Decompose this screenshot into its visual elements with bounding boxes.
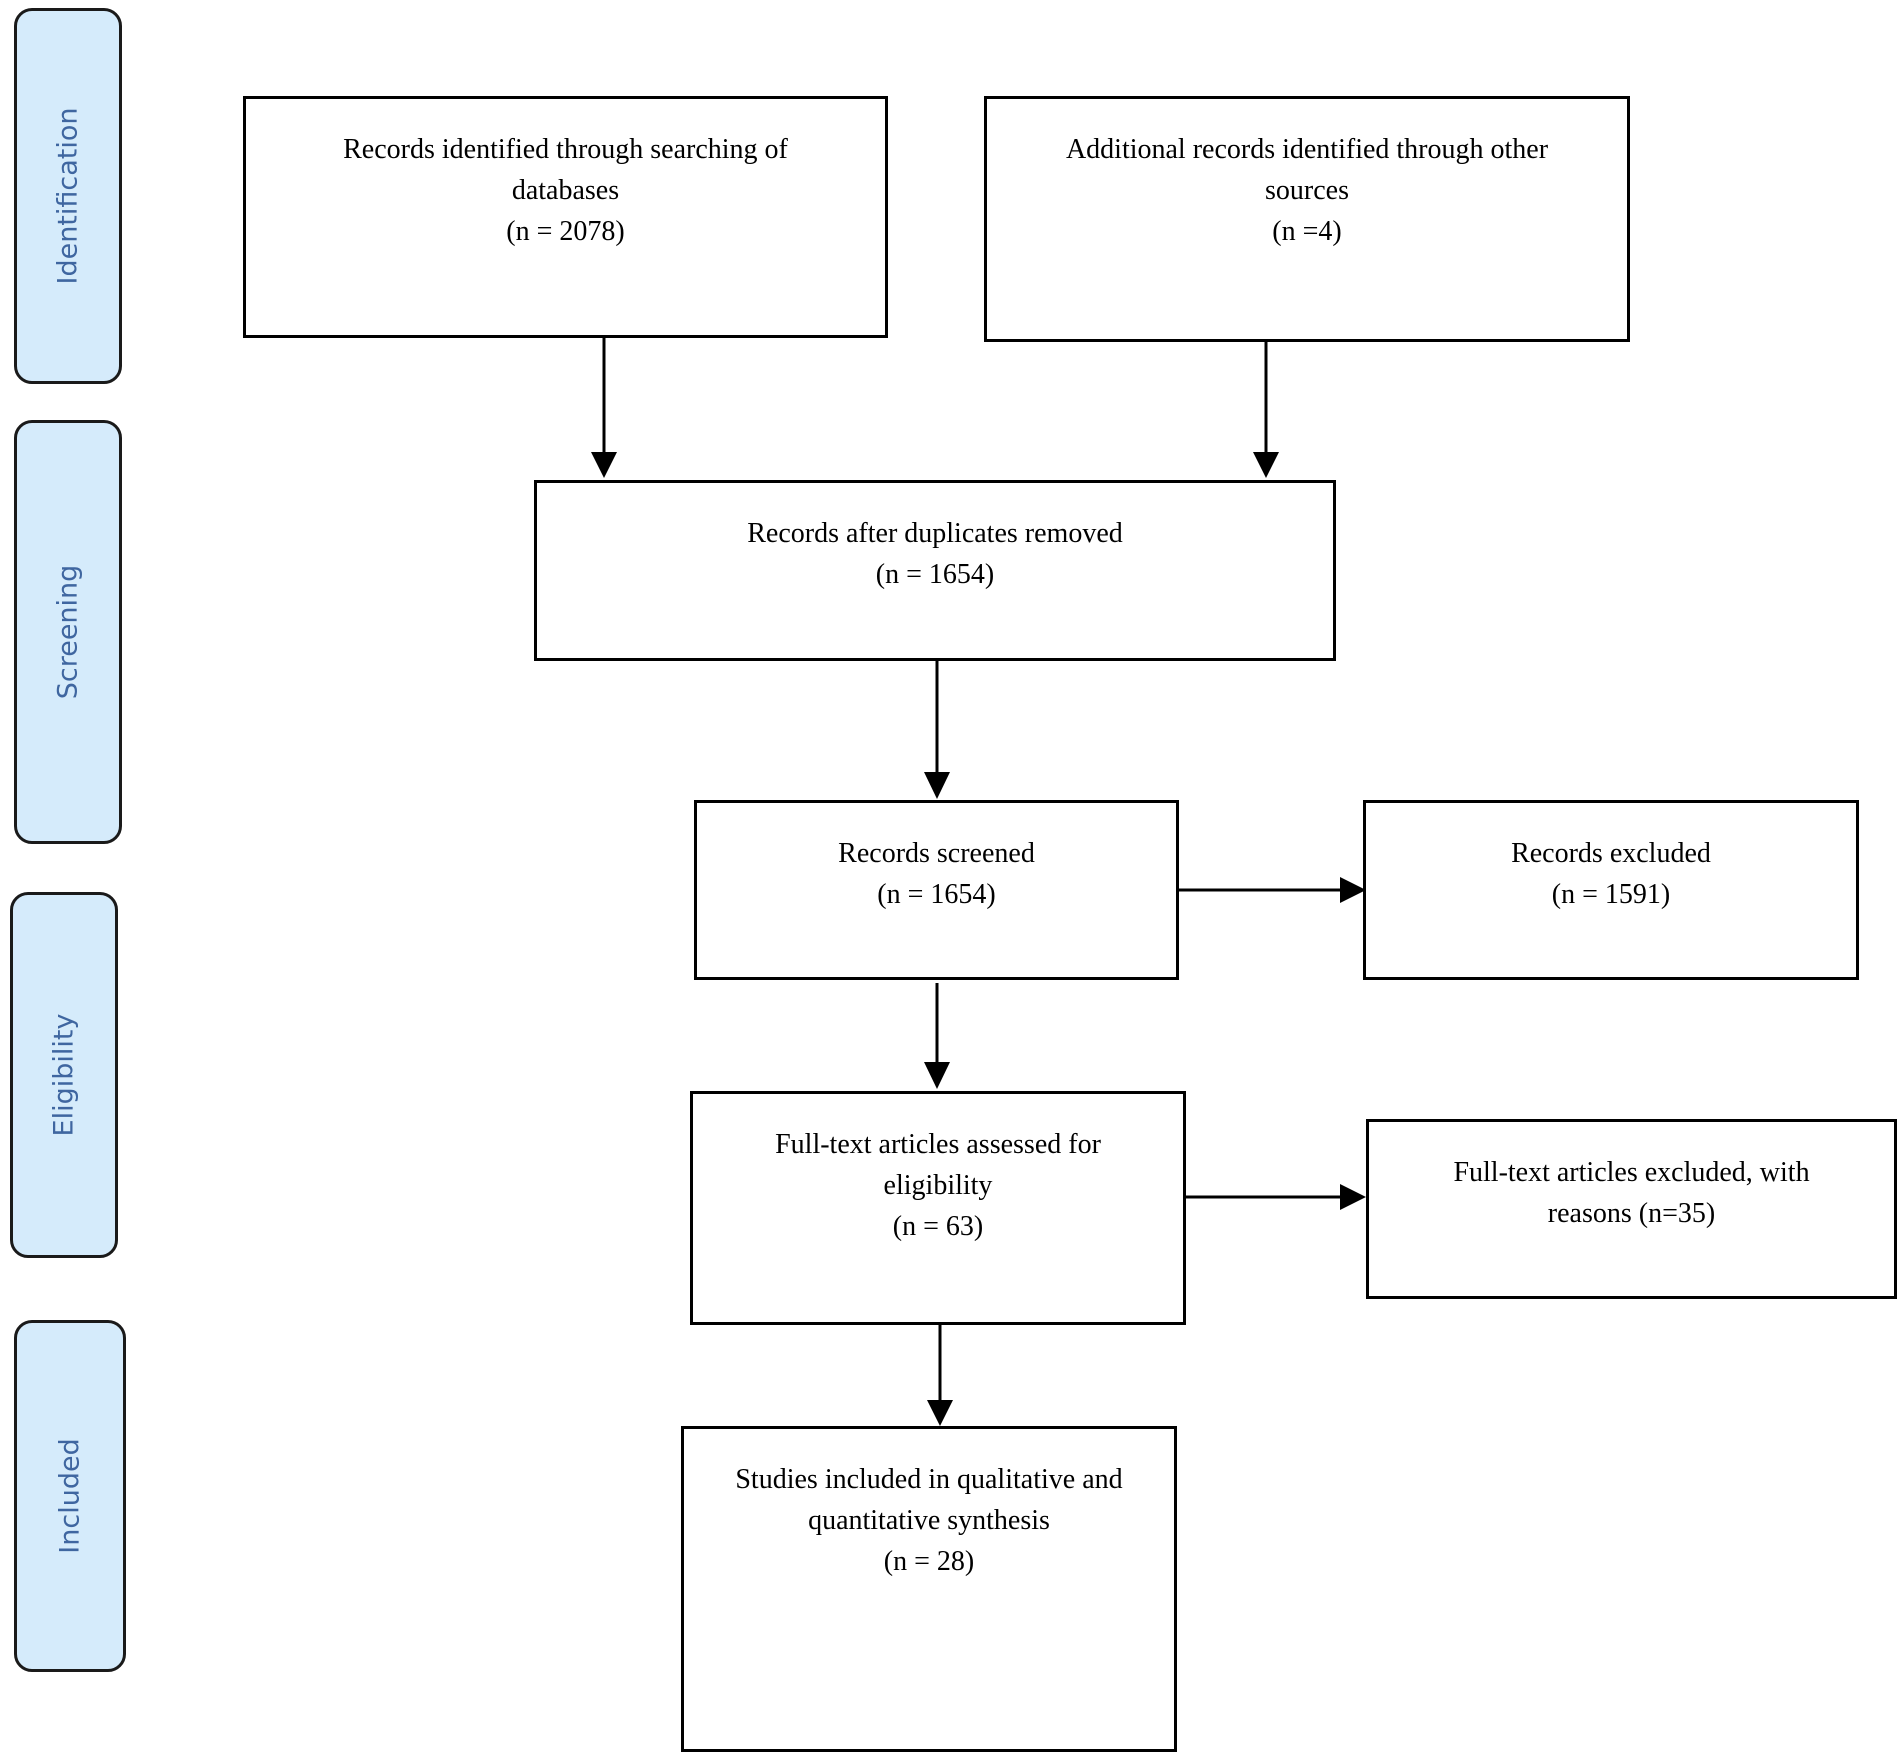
arrowhead-screened-fulltext — [924, 1062, 950, 1089]
box-count: (n = 1654) — [875, 559, 995, 590]
arrowhead-screened-excluded — [1340, 877, 1366, 903]
phase-identification: Identification — [14, 8, 122, 384]
box-additional-records: Additional records identified through ot… — [984, 96, 1630, 342]
box-text-line: Full-text articles excluded, with — [1453, 1157, 1810, 1188]
box-count: (n = 28) — [883, 1546, 975, 1577]
box-text-line: Full-text articles assessed for — [775, 1129, 1101, 1160]
phase-screening: Screening — [14, 420, 122, 844]
box-after-duplicates: Records after duplicates removed (n = 16… — [534, 480, 1336, 661]
arrowhead-database — [591, 452, 617, 478]
box-fulltext-assessed: Full-text articles assessed for eligibil… — [690, 1091, 1186, 1325]
box-records-identified-databases: Records identified through searching of … — [243, 96, 888, 338]
box-count: (n = 1591) — [1551, 879, 1671, 910]
box-text-line: Records excluded — [1511, 838, 1711, 869]
box-text-line: databases — [511, 175, 620, 206]
arrowhead-fulltext-excluded — [1340, 1184, 1366, 1210]
box-count: (n =4) — [1272, 216, 1342, 247]
box-fulltext-excluded: Full-text articles excluded, with reason… — [1366, 1119, 1897, 1299]
arrowhead-included — [927, 1400, 953, 1426]
box-text-line: eligibility — [883, 1170, 993, 1201]
box-text-line: sources — [1265, 175, 1349, 206]
box-records-screened: Records screened (n = 1654) — [694, 800, 1179, 980]
phase-included: Included — [14, 1320, 126, 1672]
arrowhead-other — [1253, 452, 1279, 478]
box-text-line: Records screened — [838, 838, 1035, 869]
box-count: (n = 2078) — [506, 216, 625, 247]
box-count: (n = 63) — [892, 1211, 984, 1242]
phase-eligibility: Eligibility — [10, 892, 118, 1258]
box-text-line: reasons (n=35) — [1547, 1198, 1716, 1229]
box-text-line: Records after duplicates removed — [747, 518, 1123, 549]
box-text-line: Additional records identified through ot… — [1065, 134, 1549, 165]
box-records-excluded: Records excluded (n = 1591) — [1363, 800, 1859, 980]
box-count: (n = 1654) — [877, 879, 996, 910]
box-text-line: Records identified through searching of — [343, 134, 788, 165]
box-studies-included: Studies included in qualitative and quan… — [681, 1426, 1177, 1752]
box-text-line: Studies included in qualitative and — [735, 1464, 1123, 1495]
box-text-line: quantitative synthesis — [808, 1505, 1050, 1536]
arrowhead-duplicates — [924, 772, 950, 799]
